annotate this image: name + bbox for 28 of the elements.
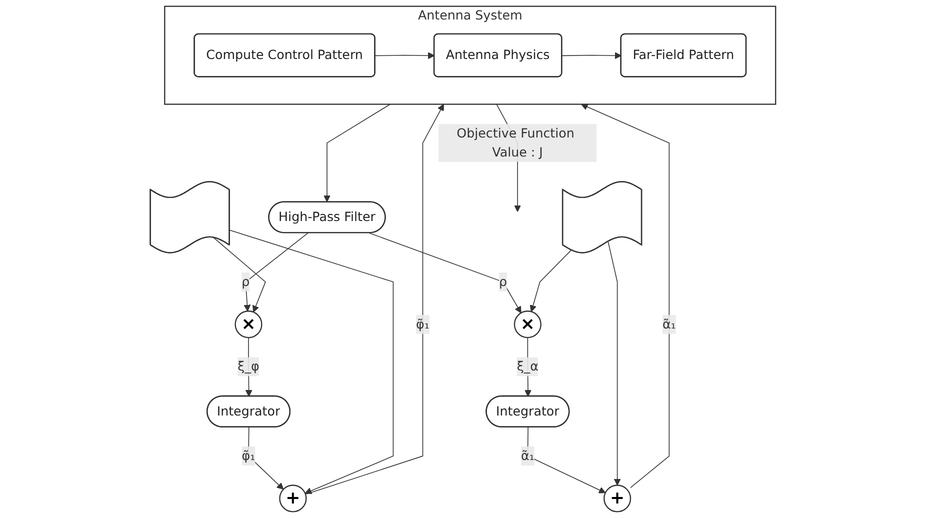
node-circle: × <box>514 310 542 338</box>
edge-label: α̃₁ <box>521 448 534 464</box>
edge-label: ξ_φ <box>238 358 260 374</box>
arrow <box>245 337 252 397</box>
arrow <box>213 237 266 312</box>
arrow <box>324 104 391 202</box>
arrow <box>524 337 532 397</box>
edge-label: α̃₁ <box>662 316 676 332</box>
arrow <box>244 232 308 312</box>
edge-label: ρ <box>242 274 250 290</box>
node-circle: + <box>279 484 307 512</box>
arrow <box>248 426 284 490</box>
arrow <box>368 232 522 314</box>
arrow <box>608 241 621 486</box>
edge-label: ρ <box>499 274 508 290</box>
arrow <box>306 104 444 495</box>
node-circle: × <box>234 310 262 338</box>
arrow <box>581 104 670 488</box>
edge-label: φ̃₁ <box>416 316 430 332</box>
edge-label: Objective Function Value : J <box>456 126 574 160</box>
arrow <box>527 426 606 494</box>
node-circle: + <box>604 484 632 512</box>
arrow <box>562 52 622 60</box>
arrow <box>530 250 572 312</box>
edge-label: φ̃₁ <box>242 448 256 464</box>
arrow <box>229 230 394 494</box>
edge-label: ξ_α <box>516 358 539 374</box>
arrow <box>374 52 435 60</box>
